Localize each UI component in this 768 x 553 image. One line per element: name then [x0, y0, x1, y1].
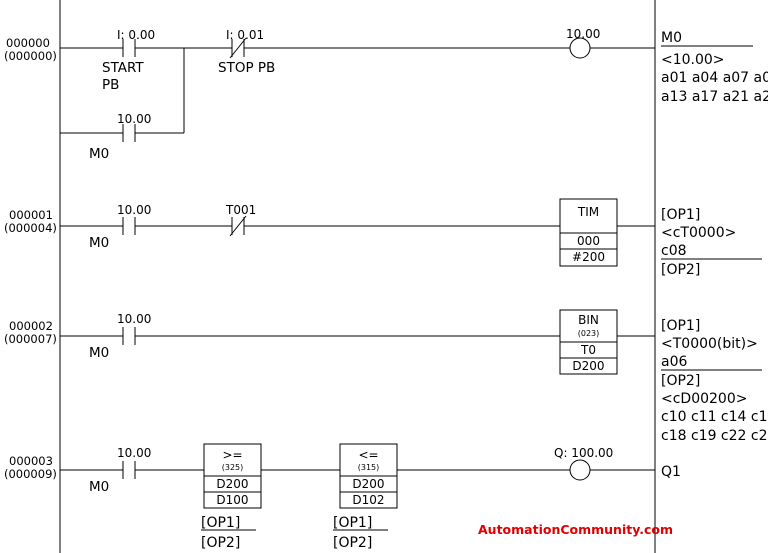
- rung-2: 000002 (000007) 10.00 M0 BIN (023) T0 D2…: [4, 309, 768, 444]
- contact-address: I: 0.00: [117, 28, 155, 42]
- comment-ref: <cT0000>: [661, 225, 736, 241]
- no-contact-m0[interactable]: [122, 217, 136, 235]
- block-op2: D102: [352, 493, 384, 507]
- contact-label: M0: [89, 479, 109, 495]
- contact-label: STOP PB: [218, 60, 275, 76]
- compare-op1-label: [OP1]: [201, 515, 240, 531]
- contact-label-line1: START: [102, 60, 144, 76]
- rung-step: (000009): [4, 467, 57, 481]
- comment-name: M0: [661, 30, 682, 46]
- rung-step: (000004): [4, 221, 57, 235]
- contact-label-line2: PB: [102, 77, 119, 93]
- comment-ref: <T0000(bit)>: [661, 336, 758, 352]
- contact-address: I: 0.01: [226, 28, 264, 42]
- block-op2: #200: [572, 250, 605, 264]
- rung-step: (000007): [4, 332, 57, 346]
- contact-address: T001: [225, 203, 256, 217]
- rung-number: 000002: [9, 319, 53, 333]
- comment-op2: [OP2]: [661, 262, 700, 278]
- comment-xref: a13 a17 a21 a25: [661, 89, 768, 105]
- block-op1: T0: [580, 343, 596, 357]
- block-op1: D200: [352, 477, 384, 491]
- compare-op1-label: [OP1]: [333, 515, 372, 531]
- rung-number: 000003: [9, 454, 53, 468]
- contact-address: 10.00: [117, 203, 151, 217]
- comment-op1: [OP1]: [661, 207, 700, 223]
- coil-address: 10.00: [566, 27, 600, 41]
- comment-xref: a06: [661, 354, 687, 370]
- no-contact-seal[interactable]: [122, 124, 136, 142]
- tim-instruction-block[interactable]: [559, 198, 618, 267]
- rung-number: 000000: [6, 36, 50, 50]
- block-op2: D100: [216, 493, 248, 507]
- block-op2: D200: [572, 359, 604, 373]
- block-title: BIN: [578, 313, 599, 327]
- comment-ref2: <cD00200>: [661, 391, 747, 407]
- compare-ge-block[interactable]: [203, 443, 262, 509]
- compare-le-block[interactable]: [339, 443, 398, 509]
- no-contact-m0[interactable]: [122, 327, 136, 345]
- block-title: >=: [222, 448, 242, 462]
- block-code: (315): [358, 463, 380, 472]
- comment-op1: [OP1]: [661, 318, 700, 334]
- block-code: (023): [578, 329, 600, 338]
- rung-step: (000000): [4, 49, 57, 63]
- contact-label: M0: [89, 146, 109, 162]
- comment-name: Q1: [661, 464, 681, 480]
- contact-label: M0: [89, 345, 109, 361]
- block-title: <=: [358, 448, 378, 462]
- contact-address: 10.00: [117, 446, 151, 460]
- contact-address: 10.00: [117, 312, 151, 326]
- rung-number: 000001: [9, 208, 53, 222]
- block-code: (325): [222, 463, 244, 472]
- comment-ref: <10.00>: [661, 52, 725, 68]
- compare-op2-label: [OP2]: [201, 535, 240, 551]
- contact-address: 10.00: [117, 112, 151, 126]
- comment-xref: c10 c11 c14 c15: [661, 409, 768, 425]
- comment-xref: c18 c19 c22 c23: [661, 428, 768, 444]
- no-contact-m0[interactable]: [122, 461, 136, 479]
- compare-op2-label: [OP2]: [333, 535, 372, 551]
- comment-xref: a01 a04 a07 a09: [661, 70, 768, 86]
- contact-label: M0: [89, 235, 109, 251]
- comment-op2: [OP2]: [661, 373, 700, 389]
- comment-xref: c08: [661, 243, 687, 259]
- rung-1: 000001 (000004) 10.00 M0 T001 TIM 000 #2…: [4, 198, 762, 278]
- bin-instruction-block[interactable]: [559, 309, 618, 375]
- rung-3: 000003 (000009) 10.00 M0 >= (325) D200 D…: [4, 443, 681, 551]
- output-coil[interactable]: [569, 459, 591, 481]
- coil-address: Q: 100.00: [554, 446, 613, 460]
- output-coil[interactable]: [569, 37, 591, 59]
- block-op1: 000: [577, 234, 600, 248]
- watermark: AutomationCommunity.com: [478, 522, 673, 537]
- block-op1: D200: [216, 477, 248, 491]
- block-title: TIM: [577, 205, 599, 219]
- nc-contact-t001[interactable]: [229, 215, 247, 237]
